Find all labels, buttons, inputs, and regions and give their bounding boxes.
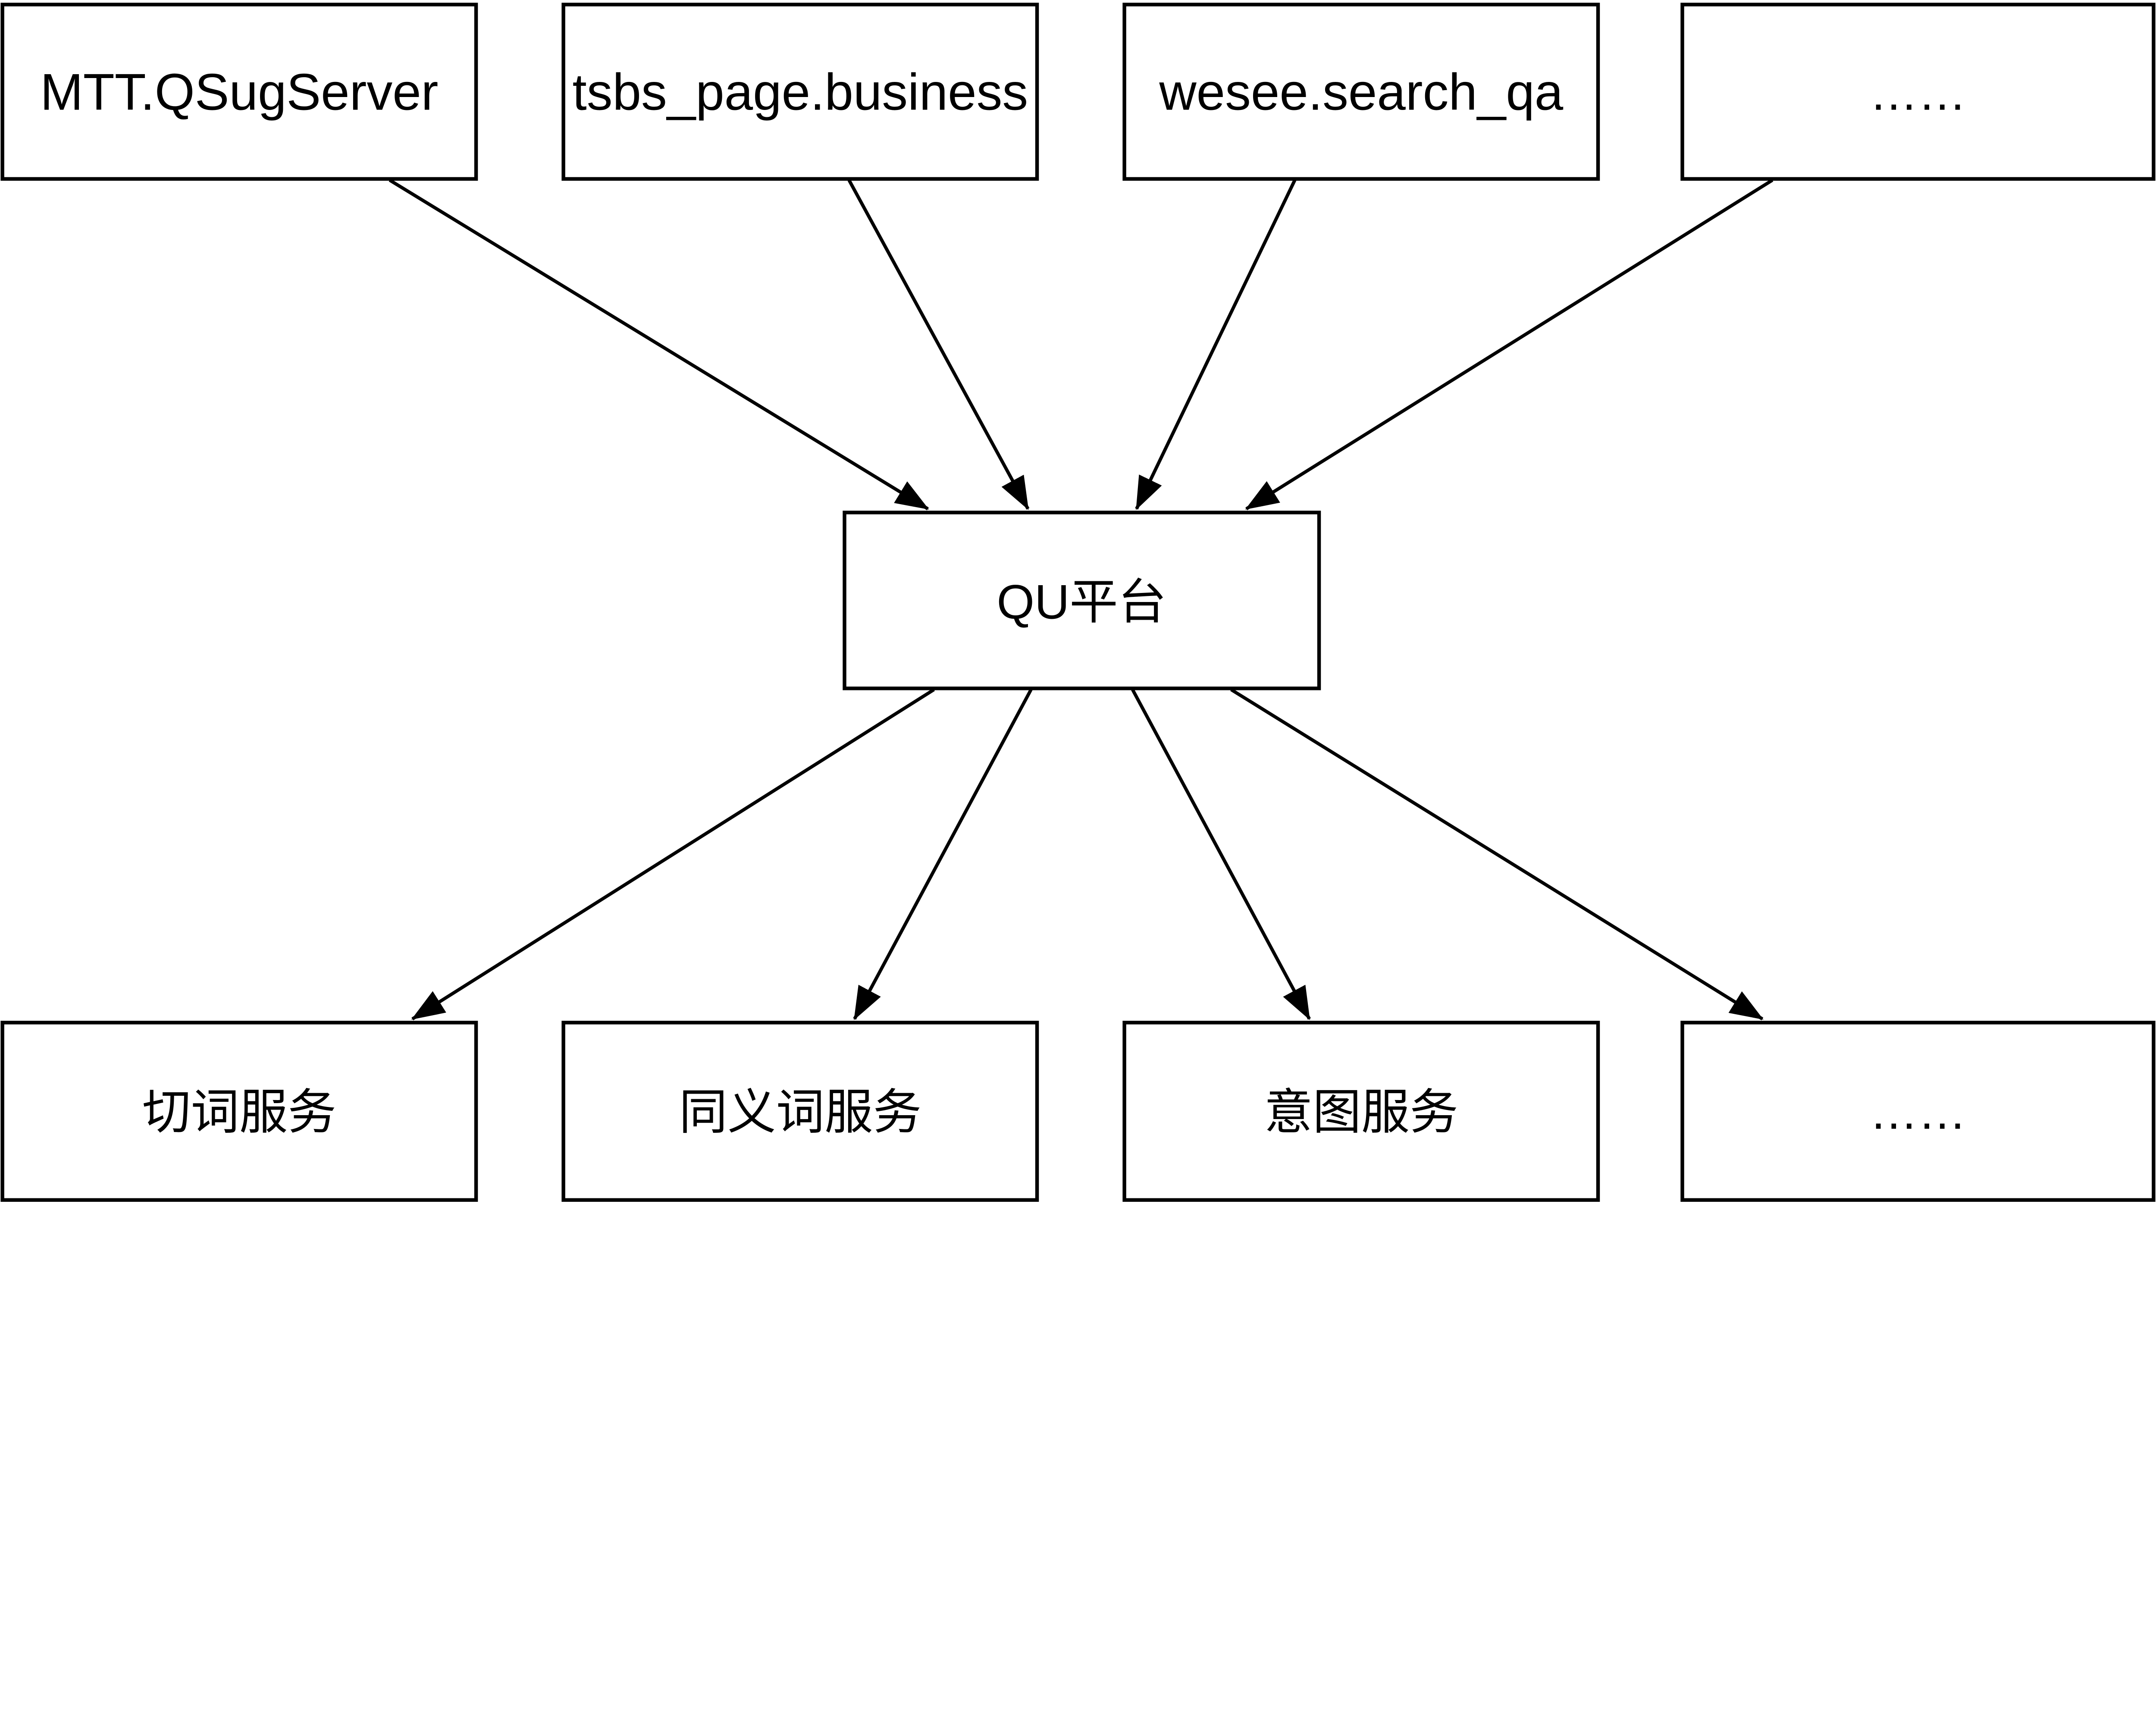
- arrow-more-sources-to-qu-platform: [1245, 179, 1774, 511]
- diagram-container: MTT.QSugServer tsbs_page.business wesee.…: [0, 3, 2156, 1202]
- node-more-services: ……: [1680, 1021, 2156, 1202]
- arrows-in: [389, 179, 1774, 511]
- node-mtt-qsugserver-label: MTT.QSugServer: [40, 64, 438, 121]
- node-intent-service: 意图服务: [1122, 1021, 1600, 1202]
- node-segmentation-service-label: 切词服务: [142, 1085, 336, 1139]
- node-wesee-search-qa: wesee.search_qa: [1122, 3, 1600, 181]
- node-mtt-qsugserver: MTT.QSugServer: [0, 3, 478, 181]
- arrow-mtt-qsugserver-to-qu-platform: [389, 179, 929, 511]
- node-intent-service-label: 意图服务: [1264, 1085, 1458, 1139]
- node-more-sources-label: ……: [1869, 66, 1966, 120]
- node-mtt-qsugserver-box: [0, 3, 478, 181]
- arrow-qu-platform-to-intent-service: [1131, 689, 1311, 1020]
- node-intent-service-box: [1122, 1021, 1600, 1202]
- node-more-services-label: ……: [1869, 1085, 1966, 1139]
- node-qu-platform-label: QU平台: [997, 575, 1167, 629]
- arrow-wesee-search-qa-to-qu-platform: [1135, 179, 1297, 510]
- node-synonym-service-box: [561, 1021, 1039, 1202]
- node-tsbs-page-business: tsbs_page.business: [561, 3, 1039, 181]
- node-synonym-service: 同义词服务: [561, 1021, 1039, 1202]
- node-wesee-search-qa-label: wesee.search_qa: [1159, 64, 1563, 121]
- diagram-canvas: MTT.QSugServer tsbs_page.business wesee.…: [0, 3, 2156, 1202]
- node-segmentation-service: 切词服务: [0, 1021, 478, 1202]
- node-qu-platform-box: [843, 511, 1321, 690]
- node-synonym-service-label: 同义词服务: [679, 1085, 922, 1139]
- arrow-qu-platform-to-synonym-service: [853, 689, 1033, 1020]
- node-wesee-search-qa-box: [1122, 3, 1600, 181]
- node-more-services-box: [1680, 1021, 2156, 1202]
- arrow-tsbs-page-business-to-qu-platform: [847, 179, 1030, 510]
- node-tsbs-page-business-label: tsbs_page.business: [573, 64, 1028, 121]
- arrow-qu-platform-to-segmentation-service: [411, 688, 935, 1021]
- node-more-sources-box: [1680, 3, 2156, 181]
- arrows-out: [411, 688, 1764, 1021]
- node-qu-platform: QU平台: [843, 511, 1321, 690]
- node-tsbs-page-business-box: [561, 3, 1039, 181]
- node-segmentation-service-box: [0, 1021, 478, 1202]
- arrow-qu-platform-to-more-services: [1230, 688, 1764, 1021]
- node-more-sources: ……: [1680, 3, 2156, 181]
